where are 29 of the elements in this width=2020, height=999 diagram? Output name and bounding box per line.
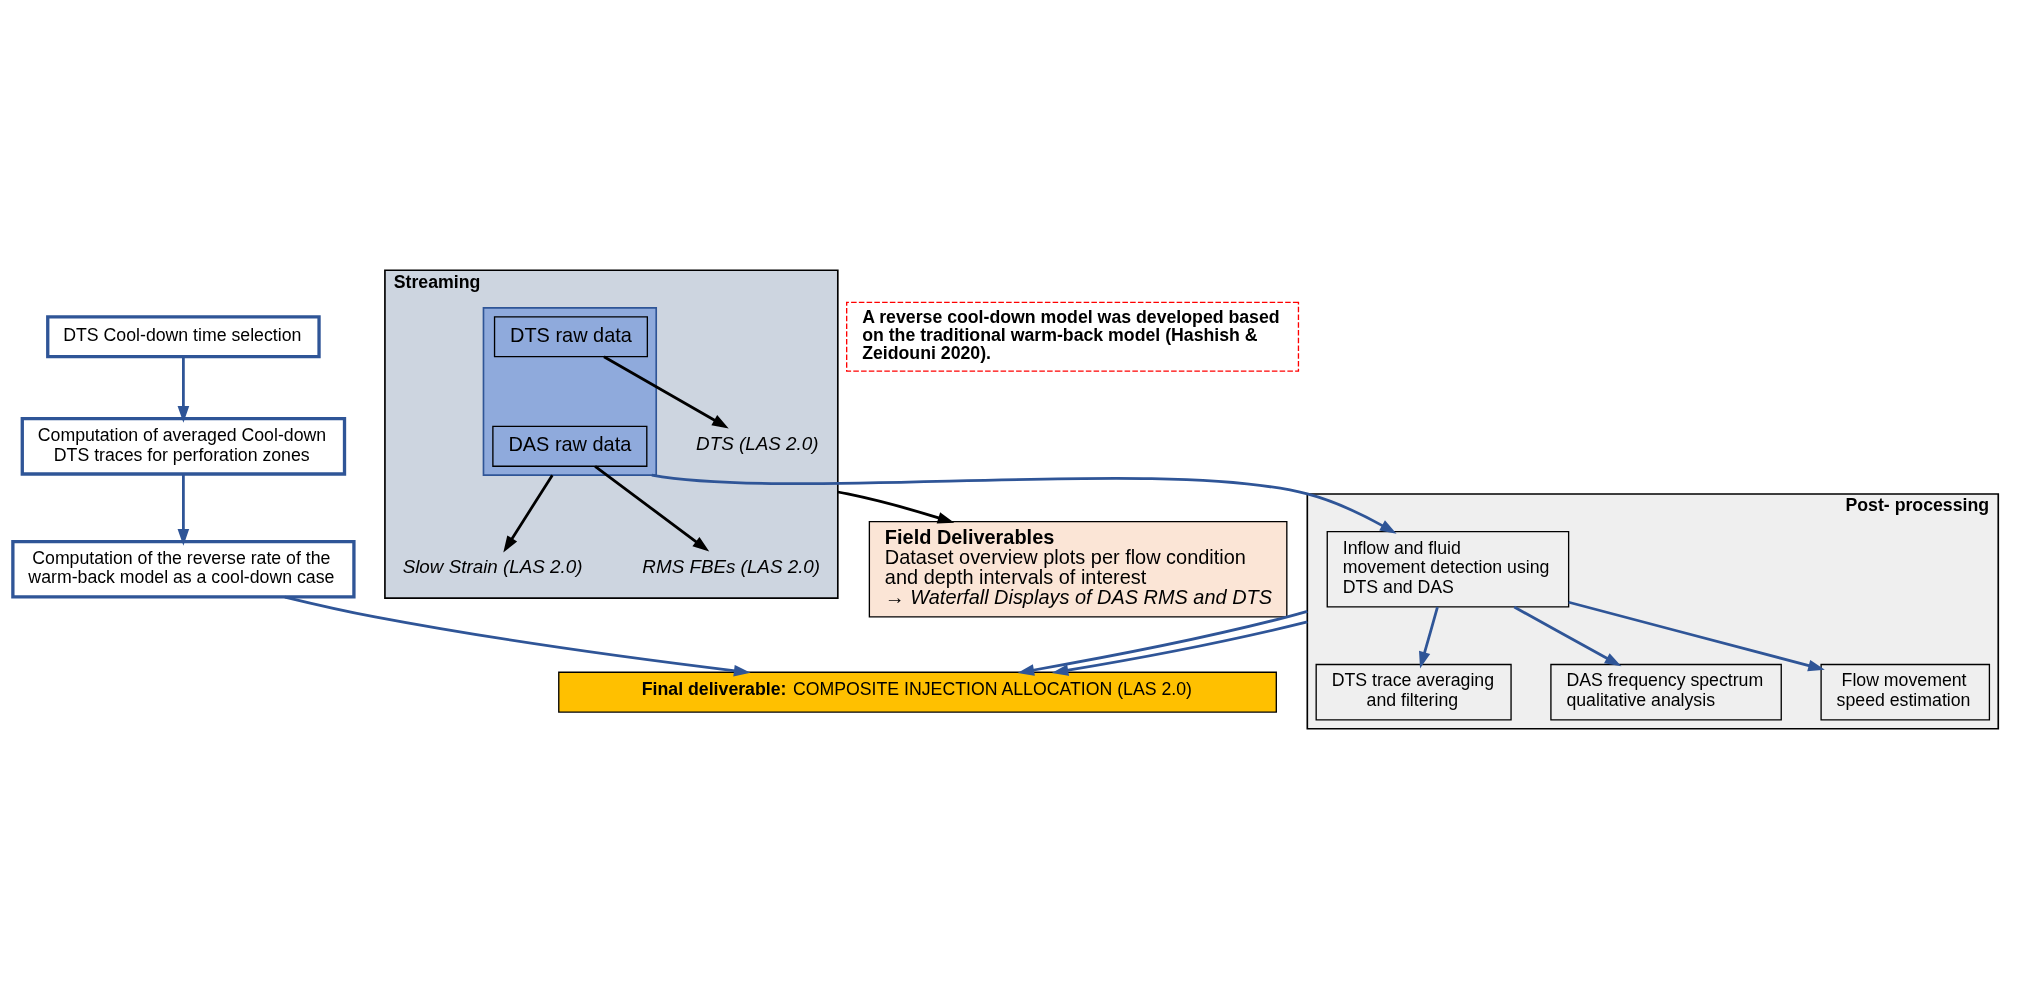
node-box: Flow movement speed estimation bbox=[1820, 663, 1991, 721]
arrow bbox=[1513, 605, 1622, 667]
arrow bbox=[177, 474, 190, 546]
node-box: Computation of averaged Cool-down DTS traces for perforation zones bbox=[20, 417, 347, 476]
node-box: Final deliverable: COMPOSITE INJECTION ALLOCATION (LAS 2.0) bbox=[558, 671, 1277, 713]
arrow bbox=[1017, 610, 1308, 676]
arrow bbox=[594, 465, 710, 552]
node-box: DTS Cool-down time selection bbox=[46, 315, 321, 359]
arrow bbox=[837, 490, 955, 524]
node-box: Field Deliverables Dataset overview plots per flow condition and depth intervals of interest → Waterfall Displays of DAS RMS and DTS bbox=[868, 521, 1288, 618]
node-text: DTS (LAS 2.0) bbox=[696, 432, 819, 454]
node-text: Slow Strain (LAS 2.0) bbox=[402, 555, 583, 577]
node-box: DTS trace averaging and filtering bbox=[1315, 663, 1512, 721]
arrow bbox=[284, 595, 751, 677]
node-box: A reverse cool-down model was developed based on the traditional warm-back model (Hashish & Zeidouni 2020). bbox=[846, 301, 1300, 372]
arrow bbox=[1419, 606, 1439, 669]
arrow bbox=[177, 357, 190, 423]
node-text: RMS FBEs (LAS 2.0) bbox=[642, 555, 821, 577]
node-box: DAS frequency spectrum qualitative analysis bbox=[1550, 663, 1782, 721]
arrow bbox=[603, 355, 729, 429]
cluster bbox=[482, 307, 658, 476]
arrow bbox=[1051, 620, 1308, 676]
node-box: DTS raw data bbox=[493, 316, 649, 358]
node-box: Computation of the reverse rate of the warm-back model as a cool-down case bbox=[11, 539, 356, 599]
node-box: DAS raw data bbox=[492, 425, 648, 467]
arrow bbox=[503, 474, 554, 553]
arrow bbox=[1568, 600, 1825, 672]
node-box: Inflow and fluid movement detection using DTS and DAS bbox=[1326, 530, 1570, 608]
arrow bbox=[651, 473, 1397, 534]
